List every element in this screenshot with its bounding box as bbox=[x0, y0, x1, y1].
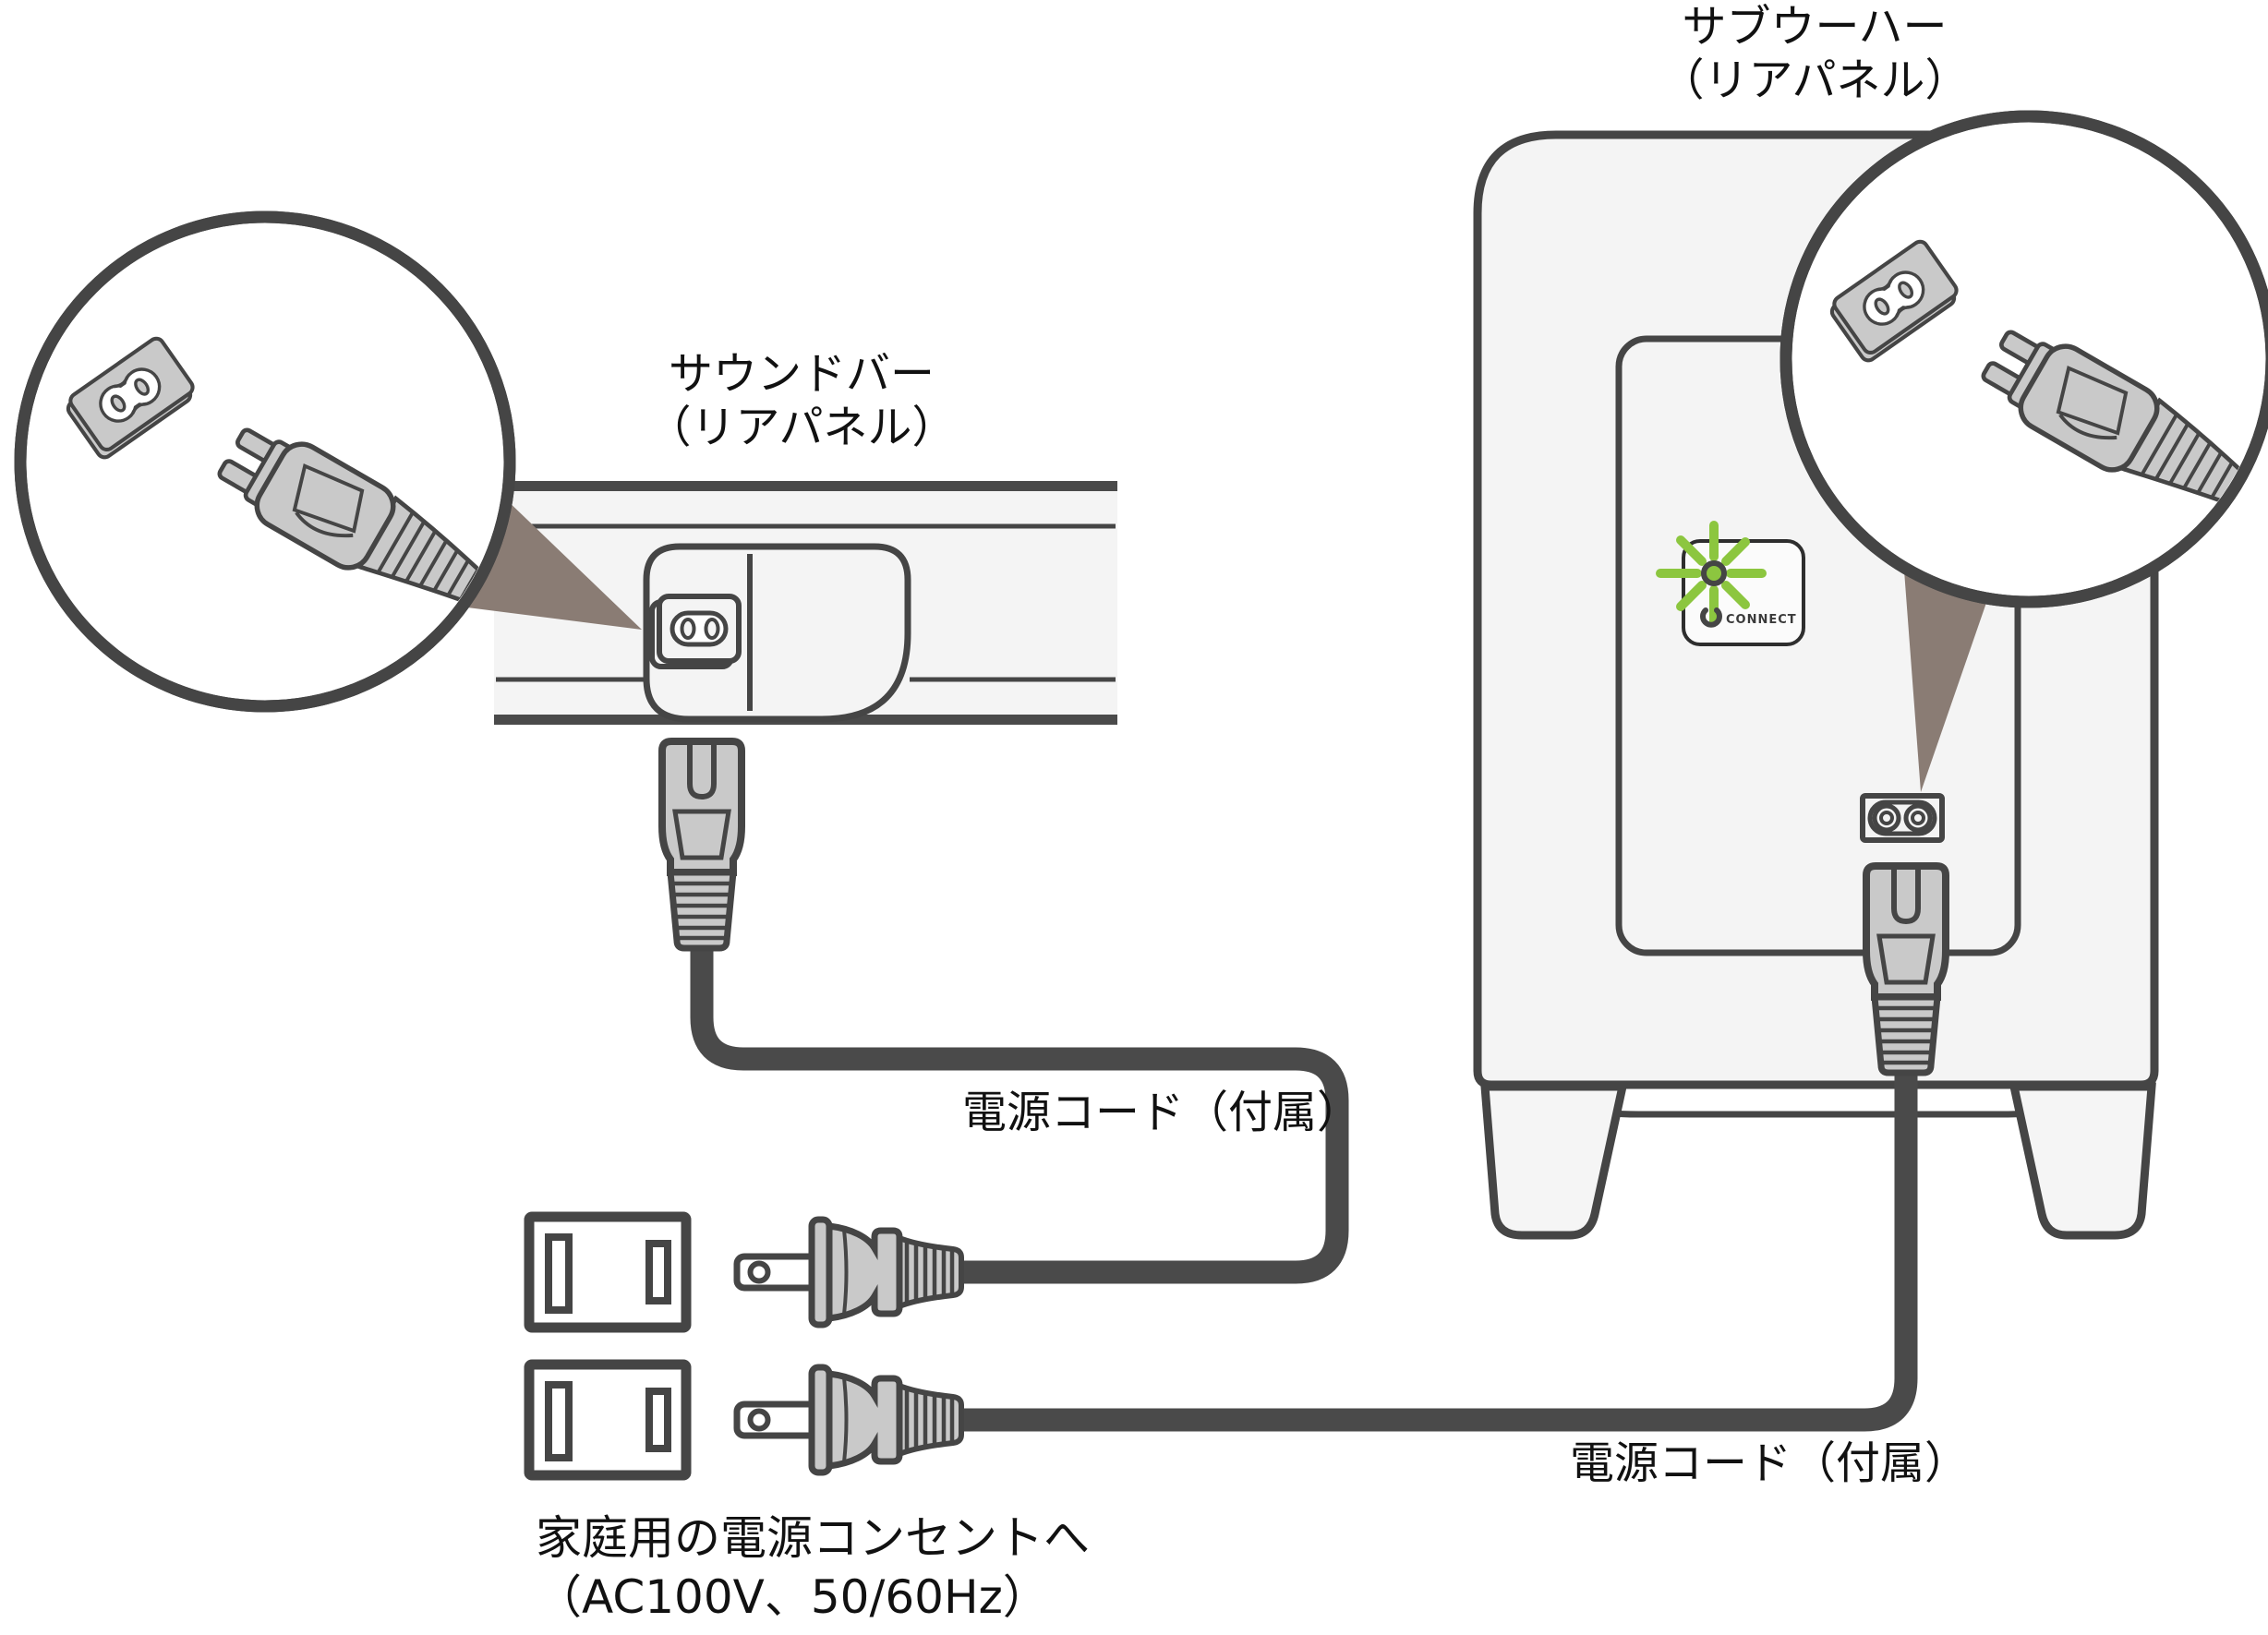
wall-plug-2 bbox=[737, 1367, 961, 1473]
subwoofer-c7-plug bbox=[1866, 866, 1946, 1073]
outlet-note: 家庭用の電源コンセントへ （AC100V、50/60Hz） bbox=[536, 1509, 1090, 1627]
subwoofer-left-foot bbox=[1480, 1082, 1628, 1240]
subwoofer-label-line2: （リアパネル） bbox=[1659, 54, 1970, 106]
soundbar-top-edge bbox=[494, 481, 1117, 491]
subwoofer-base-lip bbox=[1560, 1086, 2075, 1118]
connect-badge: CONNECT bbox=[1656, 521, 1805, 646]
subwoofer-ac-inlet-icon bbox=[1860, 793, 1945, 843]
subwoofer-label-line1: サブウーハー bbox=[1682, 1, 1948, 53]
pointer-wedge-subwoofer bbox=[1904, 571, 1987, 792]
soundbar-rear-panel bbox=[494, 481, 1117, 725]
power-ring-icon bbox=[1700, 607, 1722, 628]
wall-outlet-1 bbox=[529, 1217, 686, 1328]
subwoofer-label: サブウーハー （リアパネル） bbox=[1611, 0, 2018, 107]
soundbar-label-line2: （リアパネル） bbox=[646, 402, 957, 453]
wall-plug-1 bbox=[737, 1220, 961, 1325]
soundbar-connector-recess bbox=[643, 543, 911, 723]
connect-badge-label: CONNECT bbox=[1726, 613, 1797, 627]
soundbar-label: サウンドバー （リアパネル） bbox=[598, 347, 1005, 454]
soundbar-ac-inlet-icon bbox=[649, 594, 742, 669]
magnified-soundbar-plug bbox=[14, 210, 516, 713]
magnified-subwoofer-plug bbox=[1779, 110, 2268, 608]
soundbar-power-cord bbox=[690, 940, 1349, 1284]
subwoofer-right-foot bbox=[2009, 1082, 2156, 1240]
soundbar-c7-plug bbox=[662, 741, 742, 948]
subwoofer-power-cord bbox=[957, 1062, 1918, 1432]
outlet-note-line1: 家庭用の電源コンセントへ bbox=[536, 1511, 1090, 1565]
wall-outlet-2 bbox=[529, 1365, 686, 1475]
outlet-note-line2: （AC100V、50/60Hz） bbox=[536, 1570, 1049, 1624]
subwoofer-cord-label: 電源コード（付属） bbox=[1570, 1437, 1970, 1489]
soundbar-cord-label: 電源コード（付属） bbox=[962, 1087, 1362, 1138]
soundbar-label-line1: サウンドバー bbox=[668, 348, 935, 400]
connect-burst-icon bbox=[1656, 521, 1767, 626]
